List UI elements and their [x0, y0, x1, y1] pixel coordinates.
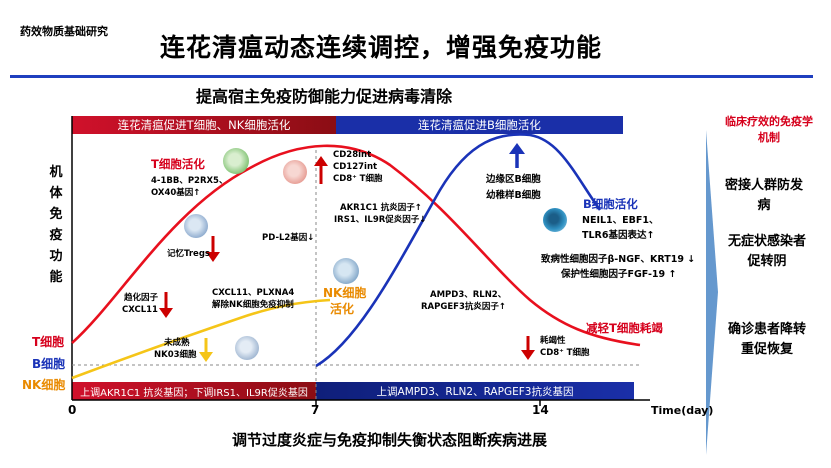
b-genes-line2: TLR6基因表达↑	[582, 230, 655, 241]
red-down-arrow-chemokine	[159, 292, 173, 318]
immature-nk-cell-icon	[235, 336, 259, 360]
top-band-b: 连花清瘟促进B细胞活化	[336, 116, 623, 134]
bottom-band-left: 上调AKR1C1 抗炎基因；下调IRS1、IL9R促炎基因	[72, 382, 316, 400]
pdl2-label: PD-L2基因↓	[262, 233, 315, 243]
yellow-down-arrow-nk	[199, 338, 213, 362]
title-divider	[10, 75, 813, 78]
red-up-arrow	[314, 156, 328, 184]
x-tick-label-14: 14	[532, 403, 549, 417]
bottom-band-left-label: 上调AKR1C1 抗炎基因；下调IRS1、IL9R促炎基因	[80, 387, 308, 399]
y-axis-label: 机体免疫功能	[49, 165, 63, 285]
chemokine-line2: CXCL11	[122, 305, 158, 315]
t-cell-label: T细胞	[32, 335, 65, 349]
top-band-t-nk-label: 连花清瘟促进T细胞、NK细胞活化	[117, 118, 291, 132]
top-band-t-nk: 连花清瘟促进T细胞、NK细胞活化	[72, 116, 336, 134]
b-cell-label: B细胞	[32, 357, 66, 371]
akr-line1: AKR1C1 抗炎因子↑	[340, 203, 422, 213]
marginal-zone-label: 边缘区B细胞	[486, 174, 541, 185]
nk-cell-icon	[333, 258, 359, 284]
cxcl-line1: CXCL11、PLXNA4	[212, 288, 295, 298]
sidebar-item-confirmed: 确诊患者降转重促恢复	[727, 322, 806, 358]
exhausted-line1: 耗竭性	[540, 336, 566, 346]
top-band-b-label: 连花清瘟促进B细胞活化	[418, 118, 541, 132]
x-axis-label: Time(day)	[651, 404, 714, 417]
nk-cell-label: NK细胞	[22, 378, 66, 392]
t-genes-line2: OX40基因↑	[151, 188, 201, 198]
immature-line2: NK03细胞	[154, 350, 197, 360]
diagram-subtitle: 提高宿主免疫防御能力促进病毒清除	[196, 87, 453, 106]
cd28-label: CD28int	[333, 150, 372, 160]
cxcl-line2: 解除NK细胞免疫抑制	[212, 300, 294, 310]
t-cell-curve	[71, 144, 641, 347]
diagram-bottom-title: 调节过度炎症与免疫抑制失衡状态阻断疾病进展	[232, 431, 548, 449]
bottom-band-right-label: 上调AMPD3、RLN2、RAPGEF3抗炎基因	[376, 385, 574, 398]
x-tick-label-7: 7	[311, 403, 320, 417]
t-activation-label: T细胞活化	[151, 157, 205, 171]
immature-line1: 未成熟	[164, 338, 190, 348]
b-cell-curve	[315, 133, 602, 368]
sidebar-heading: 临床疗效的免疫学机制	[725, 115, 813, 144]
red-down-arrow-memory	[206, 236, 220, 262]
t-cell-icon-green	[223, 148, 249, 174]
page-title: 连花清瘟动态连续调控，增强免疫功能	[160, 33, 603, 62]
chemokine-line1: 趋化因子	[124, 293, 159, 303]
sidebar-item-asymptomatic: 无症状感染者促转阴	[727, 234, 806, 270]
red-down-arrow-exhaustion	[521, 336, 535, 360]
naive-b-label: 幼稚样B细胞	[486, 190, 541, 201]
b-activation-label: B细胞活化	[583, 197, 638, 211]
ampd-line2: RAPGEF3抗炎因子↑	[421, 302, 506, 312]
category-label: 药效物质基础研究	[20, 25, 108, 38]
nk-activation-line2: 活化	[330, 302, 355, 316]
protective-cytokines: 保护性细胞因子FGF-19 ↑	[561, 269, 677, 280]
bottom-band-right: 上调AMPD3、RLN2、RAPGEF3抗炎基因	[316, 382, 634, 400]
sidebar-chevron-icon	[706, 130, 718, 455]
cd8t-label: CD8⁺ T细胞	[333, 174, 383, 184]
ampd-line1: AMPD3、RLN2、	[430, 290, 507, 300]
memory-tregs-label: 记忆Tregs	[167, 249, 210, 259]
x-tick-label-0: 0	[68, 403, 77, 417]
nk-cell-curve	[71, 298, 331, 380]
akr-line2: IRS1、IL9R促炎因子↓	[334, 215, 427, 225]
t-genes-line1: 4-1BB、P2RX5、	[151, 176, 228, 186]
nk-activation-line1: NK细胞	[323, 286, 367, 300]
blue-up-arrow-b	[509, 143, 525, 168]
b-genes-line1: NEIL1、EBF1、	[582, 215, 659, 226]
treg-cell-icon-blue	[184, 214, 208, 238]
cd8-cell-icon-pink	[283, 160, 307, 184]
pathogenic-cytokines: 致病性细胞因子β-NGF、KRT19 ↓	[541, 254, 696, 265]
exhaustion-reduce-label: 减轻T细胞耗竭	[586, 321, 663, 335]
b-cell-icon	[543, 208, 567, 232]
cd127-label: CD127int	[333, 162, 378, 172]
exhausted-line2: CD8⁺ T细胞	[540, 348, 590, 358]
sidebar-item-close-contacts: 密接人群防发病	[724, 178, 803, 214]
